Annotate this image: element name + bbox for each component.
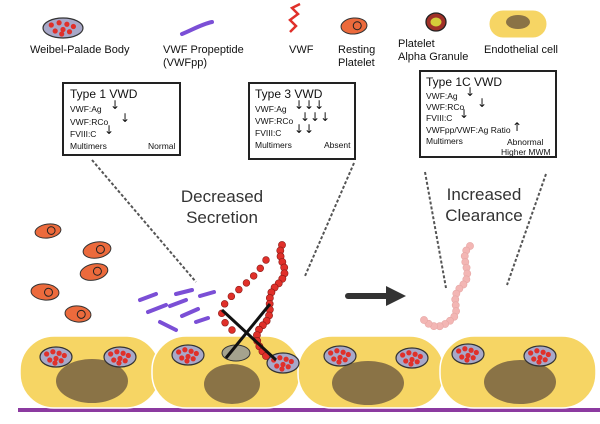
weibel-palade-body-icon (523, 345, 557, 367)
legend-propeptide-abbrev: (VWFpp) (163, 57, 207, 69)
vwf-strand-branch (218, 256, 270, 334)
type1-vwf-rco: VWF:RCo (70, 117, 109, 127)
type1c-vwf-rco: VWF:RCo (426, 102, 465, 112)
type1-vwf-ag: VWF:Ag (70, 104, 102, 114)
block-cross-line (220, 308, 278, 362)
resting-platelet-icon (30, 283, 60, 301)
connector-lines (91, 159, 547, 289)
legend-vwf-label: VWF (289, 44, 314, 56)
type1c-ag-down-arrow: ↓ (465, 85, 476, 99)
legend-granule-label-2: Alpha Granule (398, 51, 469, 63)
type3-rco-down-arrows: ↓↓↓ (300, 110, 331, 124)
endothelial-cell-3 (297, 335, 445, 409)
weibel-palade-body-icon (451, 343, 485, 365)
type3-absent-note: Absent (324, 140, 351, 150)
type1-connector (91, 159, 197, 283)
legend-resting-label: Resting (338, 44, 376, 56)
weibel-palade-body-icon (103, 346, 137, 368)
type1c-multimers: Multimers (426, 136, 463, 146)
type3-connector (304, 162, 355, 277)
weibel-palade-body-icon (323, 345, 357, 367)
legend-propeptide-label: VWF Propeptide (163, 44, 244, 56)
nucleus (484, 360, 556, 404)
clearance-label: Clearance (445, 206, 523, 225)
legend-wpb-label: Weibel-Palade Body (30, 44, 130, 56)
type1-fviii-down-arrow: ↓ (104, 123, 115, 137)
propeptide-icon (180, 20, 214, 36)
nucleus (332, 361, 404, 405)
type1c-abnormal-note: Abnormal (507, 137, 544, 147)
type1c-title: Type 1C VWD (426, 75, 503, 89)
legend-endothelial-label: Endothelial cell (484, 44, 558, 56)
type1-normal-note: Normal (148, 141, 176, 151)
type3-vwf-rco: VWF:RCo (255, 116, 294, 126)
type3-fviii: FVIII:C (255, 128, 282, 138)
type3-box: Type 3 VWD VWF:Ag VWF:RCo FVIII:C Multim… (248, 82, 356, 160)
block-cross-line (224, 303, 272, 359)
endothelial-cell-1 (19, 335, 161, 409)
decreased-label: Decreased (180, 187, 264, 206)
type1c-fviii: FVIII:C (426, 113, 453, 123)
type1-multimers: Multimers (70, 141, 107, 151)
type1c-ratio: VWFpp/VWF:Ag Ratio (426, 125, 511, 135)
vwf-strand-cleared (420, 242, 474, 331)
basement-membrane (18, 408, 600, 412)
type1c-rco-down-arrow: ↓ (477, 96, 488, 110)
type3-multimers: Multimers (255, 140, 292, 150)
resting-platelet-icon (34, 223, 62, 239)
propeptide-fragments (138, 288, 216, 332)
transition-arrow-head (386, 286, 406, 306)
resting-platelet-icon (64, 305, 92, 323)
nucleus (56, 359, 128, 403)
type3-title: Type 3 VWD (255, 87, 323, 101)
alpha-granule-icon (425, 12, 447, 32)
legend-icons (42, 2, 548, 39)
type1c-vwf-ag: VWF:Ag (426, 91, 458, 101)
legend-granule-label: Platelet (398, 38, 435, 50)
legend-platelet-label: Platelet (338, 57, 375, 69)
weibel-palade-body-icon (39, 346, 73, 368)
type1-title: Type 1 VWD (70, 87, 138, 101)
type1-rco-down-arrow: ↓ (120, 111, 131, 125)
type3-vwf-ag: VWF:Ag (255, 104, 287, 114)
type1-fviii: FVIII:C (70, 129, 97, 139)
weibel-palade-body-icon (42, 17, 84, 39)
type3-ag-down-arrows: ↓↓↓ (294, 98, 325, 112)
resting-platelet-icon (340, 17, 368, 35)
nucleus (204, 364, 260, 404)
vwf-icon (288, 2, 301, 33)
type3-fviii-down-arrows: ↓↓ (294, 122, 315, 136)
weibel-palade-body-icon (171, 344, 205, 366)
type1c-fviii-down-arrow: ↓ (459, 107, 470, 121)
type1c-mwm-note: Higher MWM (501, 147, 551, 157)
type1c-box: Type 1C VWD VWF:Ag VWF:RCo FVIII:C VWFpp… (419, 70, 557, 158)
endothelium-scene (18, 223, 600, 412)
type1-ag-down-arrow: ↓ (110, 98, 121, 112)
type1-box: Type 1 VWD VWF:Ag VWF:RCo FVIII:C Multim… (62, 82, 181, 156)
endothelial-cell-icon (488, 9, 548, 39)
secretion-label: Secretion (186, 208, 258, 227)
increased-label: Increased (446, 185, 522, 204)
type1c-ratio-up-arrow: ↑ (512, 120, 523, 134)
resting-platelet-icon (79, 263, 109, 281)
resting-platelet-icon (82, 241, 112, 259)
weibel-palade-body-icon (395, 347, 429, 369)
